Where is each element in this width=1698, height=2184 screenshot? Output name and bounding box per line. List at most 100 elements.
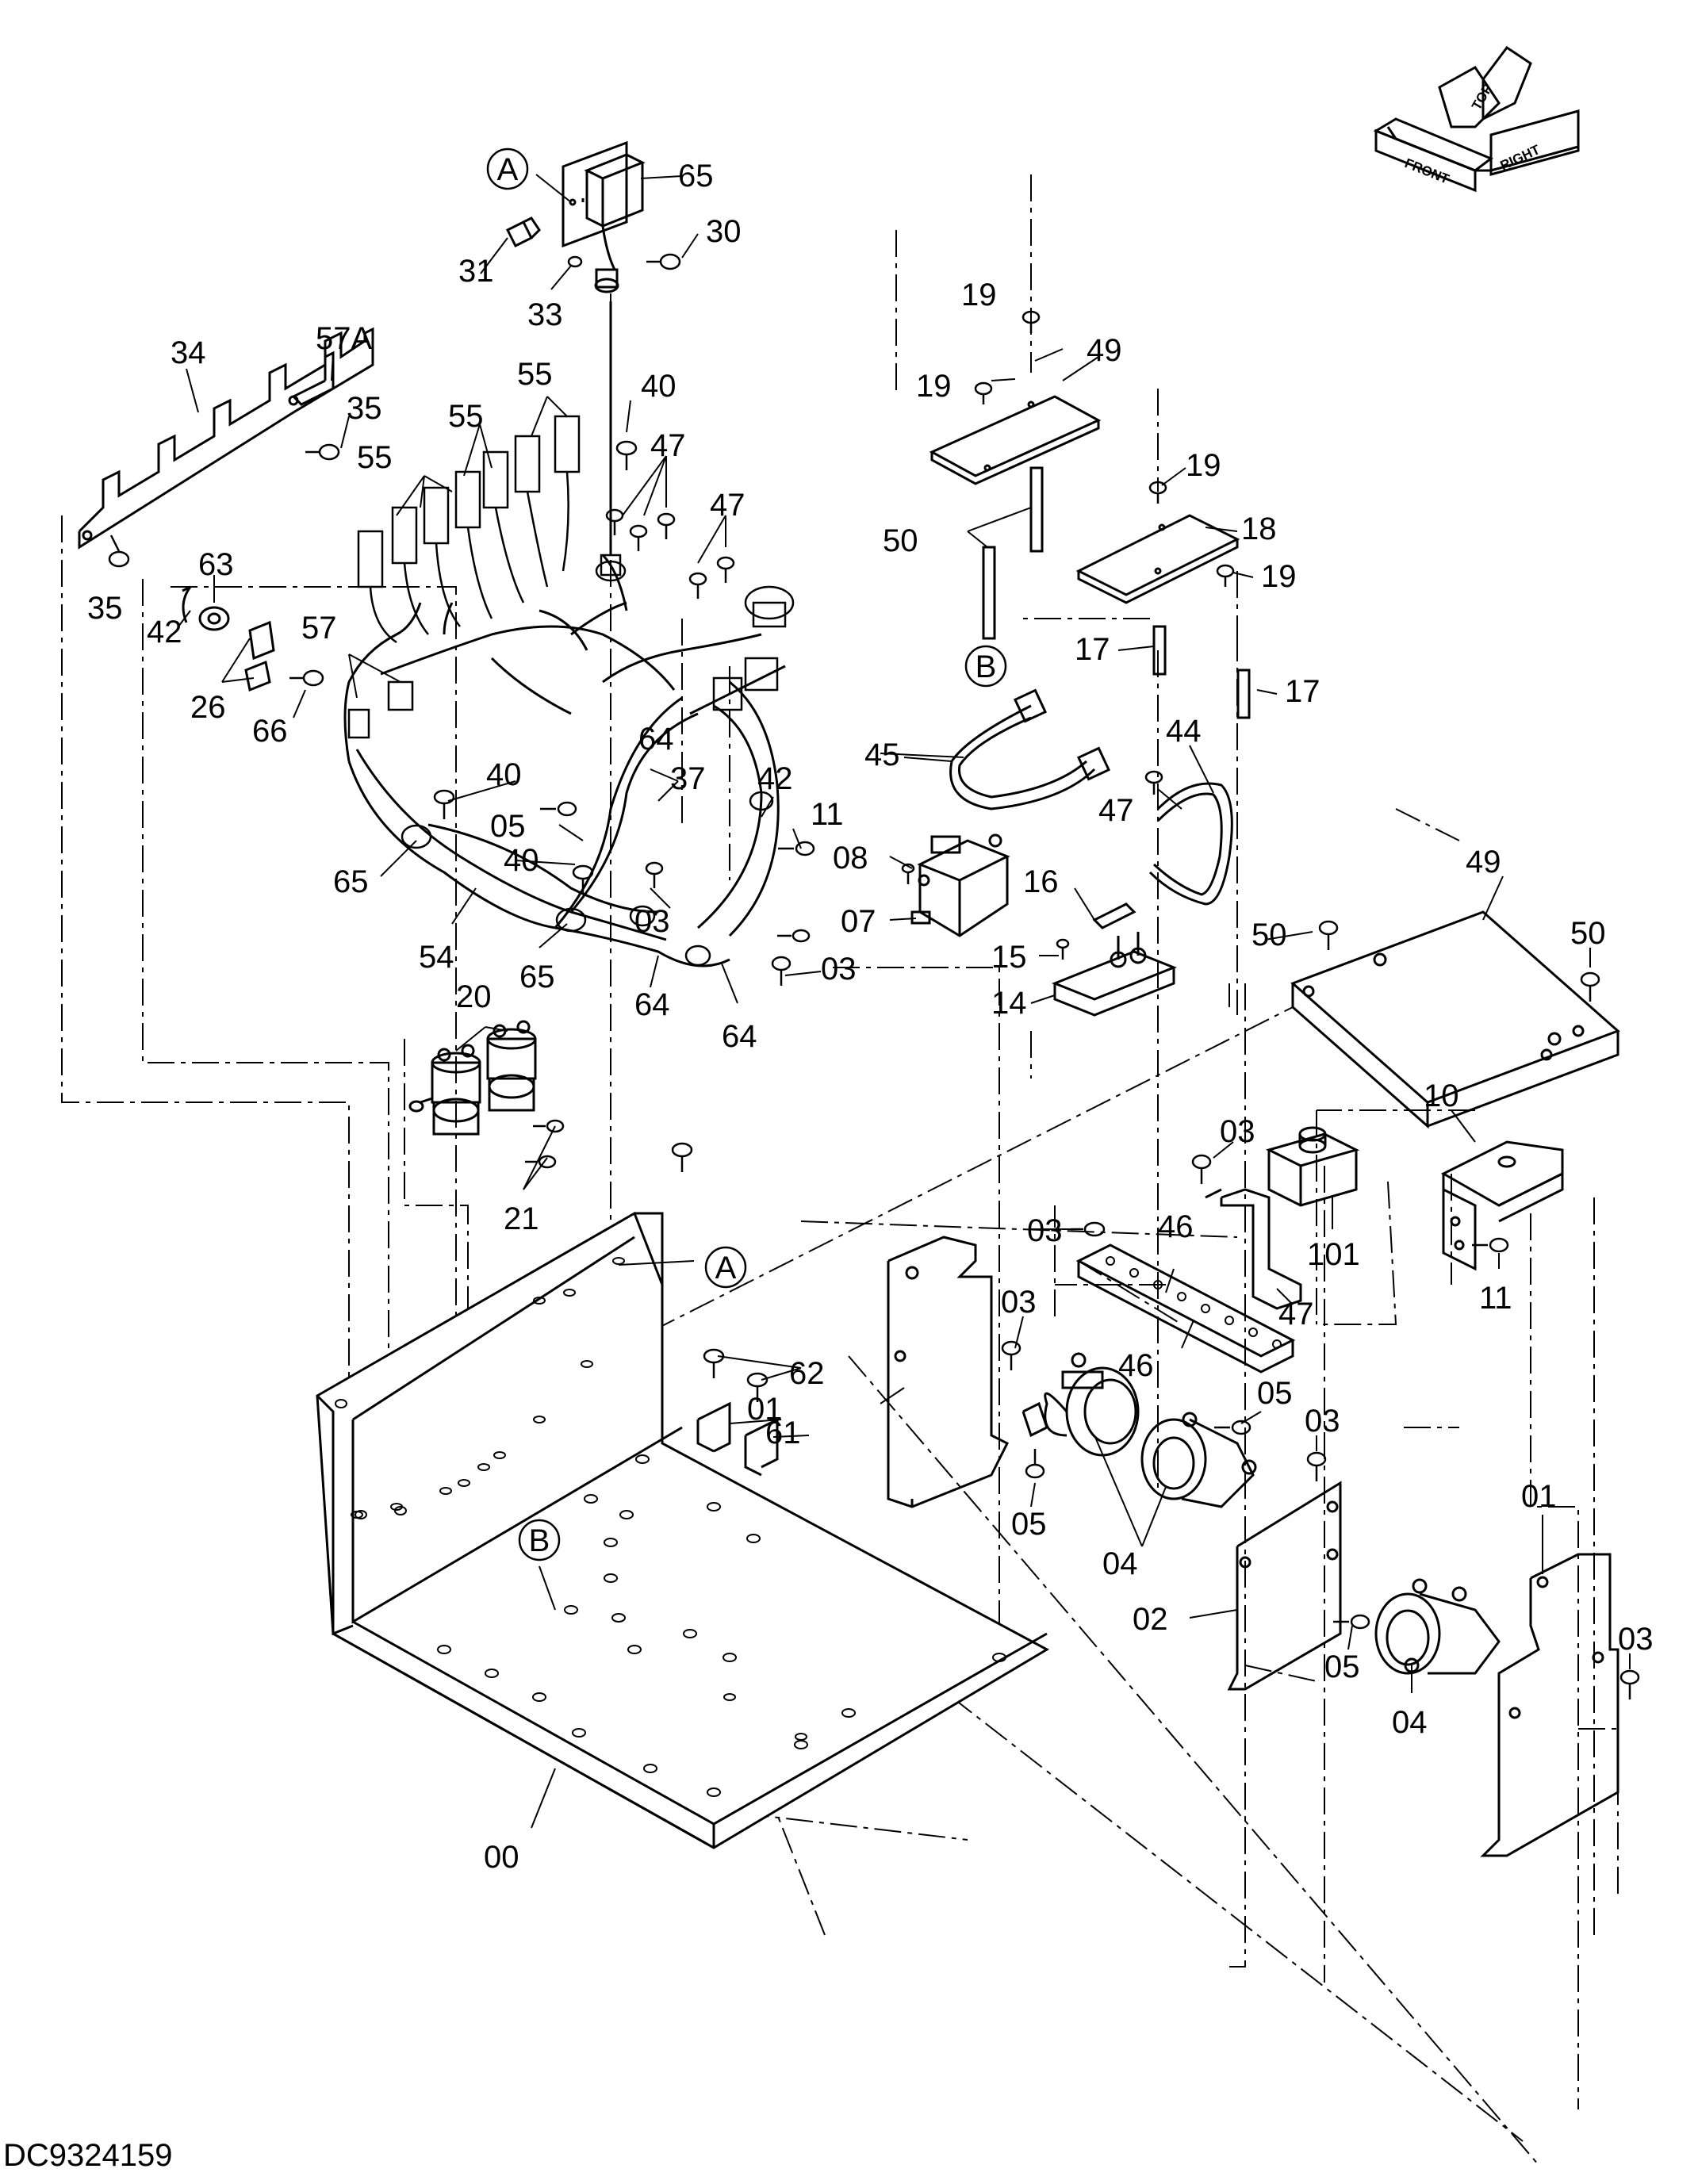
label-30: 30	[706, 214, 742, 249]
label-31: 31	[458, 254, 494, 289]
plate-18	[1075, 514, 1240, 604]
label-04-a: 04	[1102, 1546, 1138, 1581]
label-35-left: 35	[87, 591, 123, 626]
reference-marker-b-floor: B	[518, 1519, 561, 1561]
label-40-top: 40	[641, 369, 677, 404]
label-47-mid: 47	[710, 488, 746, 523]
bracket-59	[291, 351, 335, 406]
label-65-left: 65	[333, 864, 369, 899]
label-17-left: 17	[1075, 632, 1110, 667]
label-03-harness: 03	[634, 904, 670, 939]
orientation-front: FRONT	[1403, 155, 1452, 187]
label-34: 34	[171, 335, 206, 370]
label-64-top: 64	[638, 722, 674, 757]
label-47-right: 47	[1098, 793, 1134, 828]
label-15: 15	[991, 940, 1027, 975]
label-05-bottom: 05	[1324, 1649, 1360, 1684]
reference-marker-b-spacer: B	[964, 645, 1007, 688]
label-17-right: 17	[1285, 674, 1320, 709]
document-id: DC9324159	[3, 2138, 173, 2173]
spacers	[982, 466, 1251, 719]
plate-54	[929, 395, 1102, 485]
label-37: 37	[670, 761, 706, 796]
label-40-mid: 40	[486, 757, 522, 792]
bracket-01-right	[1480, 1553, 1619, 1857]
orientation-indicator	[1373, 45, 1580, 193]
label-100: 65	[678, 159, 714, 193]
svg-text:A: A	[715, 1251, 737, 1285]
motor-04-c	[1374, 1578, 1501, 1675]
label-01-right: 01	[1521, 1479, 1557, 1514]
label-19-top: 19	[961, 278, 997, 312]
label-05-harness: 05	[490, 809, 526, 844]
reference-marker-a-top: A	[486, 148, 529, 190]
connector-grommet	[595, 554, 795, 711]
label-07: 07	[841, 904, 876, 939]
label-57: 54	[419, 940, 454, 975]
label-03-relay: 03	[1220, 1114, 1255, 1149]
label-03-right: 03	[821, 952, 857, 987]
svg-text:B: B	[975, 649, 997, 684]
motor-04-b	[1140, 1412, 1257, 1508]
label-45-top: 46	[1158, 1209, 1194, 1244]
bracket-02	[1227, 1481, 1342, 1691]
label-45-bottom: 46	[1118, 1348, 1154, 1383]
label-03-strip: 03	[1027, 1213, 1063, 1248]
label-01-floor: 01	[747, 1392, 783, 1427]
bracket-26	[244, 620, 275, 692]
label-04-c: 04	[1392, 1705, 1428, 1740]
label-55: 50	[883, 523, 918, 558]
assembly-leader-lines	[61, 174, 1619, 2166]
label-16: 16	[1023, 864, 1059, 899]
fuse-unit-07	[910, 833, 1010, 937]
label-57a-right: 55	[517, 357, 553, 392]
svg-text:B: B	[529, 1523, 550, 1558]
label-11-right: 11	[1479, 1281, 1512, 1316]
part-labels: 65 30 31 33 34 57A 35 35 55 55 55 40 47 …	[87, 159, 1654, 1875]
floor-plate-00	[316, 1211, 1050, 1849]
label-05-right: 05	[1257, 1376, 1293, 1411]
label-42-left: 42	[147, 615, 182, 649]
cable-44	[949, 688, 1111, 810]
label-63: 63	[198, 547, 234, 582]
label-05-motor: 05	[1011, 1507, 1047, 1542]
relay-101	[1265, 1126, 1360, 1207]
label-47-top: 47	[650, 428, 686, 463]
sleeves-65	[401, 791, 774, 967]
label-03-far-right: 03	[1618, 1622, 1654, 1657]
label-40-low: 40	[504, 843, 539, 878]
floor-holes	[335, 1257, 1006, 1797]
wire-harness-57	[343, 301, 795, 967]
label-19-left: 19	[916, 369, 952, 404]
bracket-46	[1205, 1188, 1302, 1310]
label-61: 61	[765, 1416, 801, 1450]
label-57a-mid: 55	[448, 399, 484, 434]
label-50-right: 50	[1570, 916, 1606, 951]
label-20: 20	[456, 979, 492, 1014]
label-64-mid: 64	[634, 987, 670, 1022]
label-42-right: 42	[757, 761, 793, 796]
bolts	[108, 253, 1640, 1699]
cover-49	[1290, 910, 1620, 1129]
label-26: 26	[190, 690, 226, 725]
terminal-strip-45	[1075, 1243, 1296, 1374]
label-57a-left: 55	[357, 440, 393, 475]
terminal-block-14	[1051, 902, 1178, 1017]
bracket-01-left	[887, 1236, 1010, 1508]
orientation-top: TOP	[1469, 82, 1496, 113]
label-62: 62	[789, 1356, 825, 1391]
cable-43	[1148, 782, 1233, 906]
label-19-plate: 19	[1261, 559, 1297, 594]
label-64-bottom: 64	[722, 1019, 757, 1054]
label-33: 33	[527, 297, 563, 332]
label-03-motor: 03	[1001, 1285, 1037, 1320]
label-03-bracket: 03	[1305, 1404, 1340, 1439]
label-101: 101	[1307, 1237, 1360, 1272]
label-11-harness: 11	[811, 797, 844, 832]
label-18: 18	[1241, 512, 1277, 546]
orientation-labels: FRONT TOP RIGHT	[1403, 82, 1543, 187]
label-66: 66	[252, 714, 288, 749]
label-00: 00	[484, 1840, 519, 1875]
